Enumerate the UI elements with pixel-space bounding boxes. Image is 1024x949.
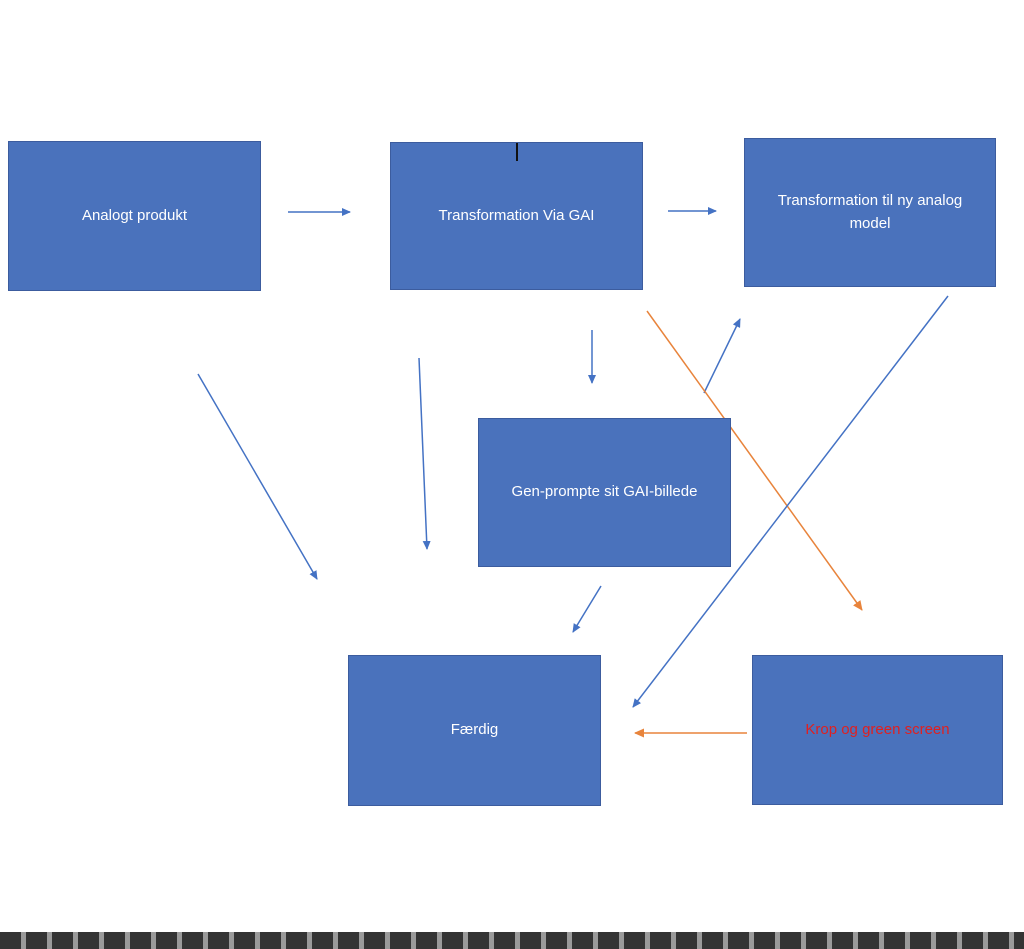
flow-node-label-transformation-via-gai: Transformation Via GAI [438, 206, 595, 224]
flow-node-label-analogt-produkt: Analogt produkt [81, 206, 188, 224]
flow-node-transformation-analog[interactable]: Transformation til ny analog model [744, 138, 996, 287]
flow-node-faerdig[interactable]: Færdig [348, 655, 601, 806]
edge-gai-long-down [418, 357, 431, 550]
flow-node-gen-prompte[interactable]: Gen-prompte sit GAI-billede [478, 418, 731, 567]
flow-node-label-transformation-analog: Transformation til ny analog model [777, 192, 963, 232]
text-cursor-mark [516, 143, 518, 161]
flow-node-analogt-produkt[interactable]: Analogt produkt [8, 141, 261, 291]
flow-node-transformation-via-gai[interactable]: Transformation Via GAI [390, 142, 643, 290]
flow-node-label-krop-green-screen: Krop og green screen [805, 720, 950, 738]
flow-node-krop-green-screen[interactable]: Krop og green screen [752, 655, 1003, 805]
flow-node-label-gen-prompte: Gen-prompte sit GAI-billede [511, 483, 698, 501]
edge-genprompte-to-faerdig [572, 585, 602, 633]
flow-node-label-faerdig: Færdig [450, 721, 499, 739]
edge-analogt-diag-to-faerdig [197, 373, 318, 580]
edge-genprompte-up-to-model [703, 318, 741, 394]
bottom-strip [0, 932, 1024, 949]
